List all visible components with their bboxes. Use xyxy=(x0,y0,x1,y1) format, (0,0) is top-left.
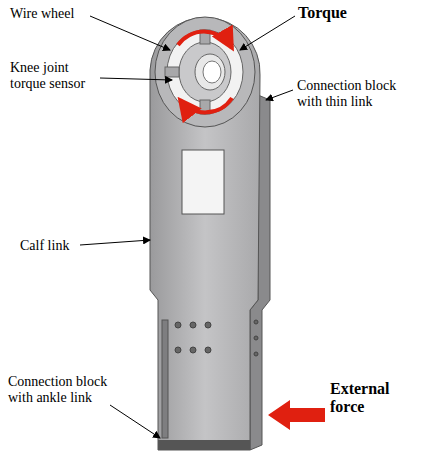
force-label: External force xyxy=(330,380,420,417)
part-label: Calf link xyxy=(20,238,100,254)
part-label: Connection block with ankle link xyxy=(8,374,126,406)
part-label: Wire wheel xyxy=(10,6,110,22)
part-label: Connection block with thin link xyxy=(297,78,417,110)
torque-label: Torque xyxy=(298,4,408,22)
part-label: Knee joint torque sensor xyxy=(10,60,102,92)
